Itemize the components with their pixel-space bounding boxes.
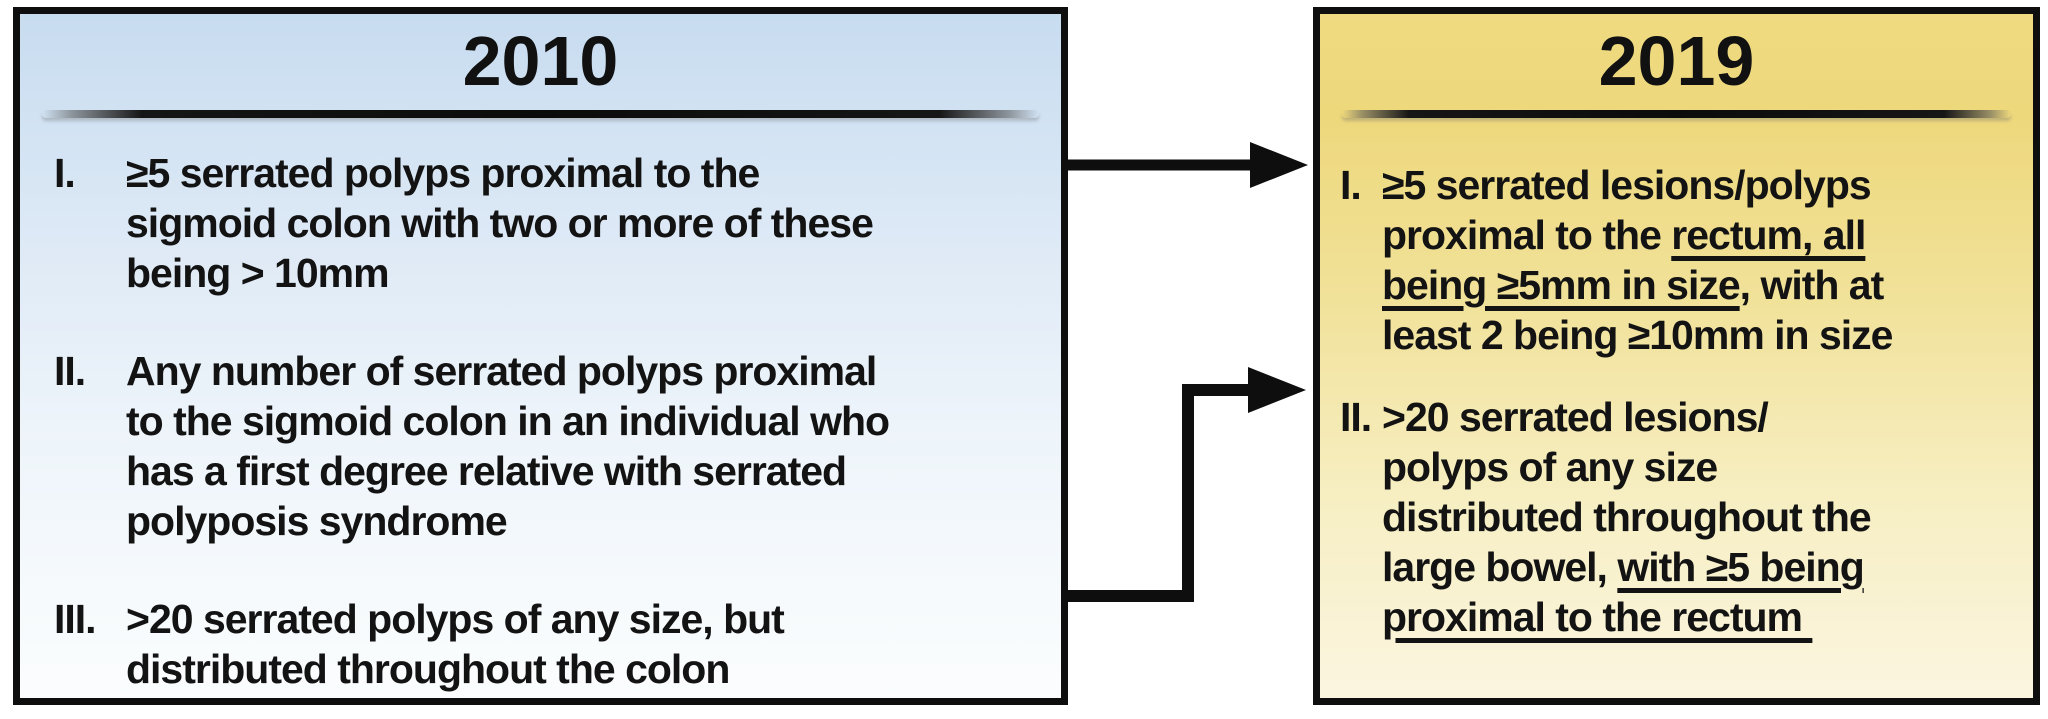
box-title-2019: 2019 xyxy=(1598,22,1755,100)
criterion-item: III. >20 serrated polyps of any size, but… xyxy=(54,594,1041,694)
title-separator xyxy=(42,110,1039,118)
criterion-numeral: I. xyxy=(54,150,76,196)
arrow-2010-I-to-2019-I xyxy=(1064,142,1308,188)
criterion-numeral: III. xyxy=(54,596,97,642)
box-title-2010: 2010 xyxy=(462,22,619,100)
criteria-box-2010: 2010 I. ≥5 serrated polyps proximal to th… xyxy=(13,7,1068,705)
criterion-numeral: II. xyxy=(1340,394,1372,440)
arrow-2010-III-to-2019-II xyxy=(1064,367,1306,602)
title-separator xyxy=(1342,110,2011,118)
criterion-numeral: II. xyxy=(54,348,86,394)
criterion-item: II. >20 serrated lesions/polyps of any si… xyxy=(1340,392,2023,642)
criterion-item: II. Any number of serrated polyps proxima… xyxy=(54,346,1041,546)
criterion-numeral: I. xyxy=(1340,162,1362,208)
